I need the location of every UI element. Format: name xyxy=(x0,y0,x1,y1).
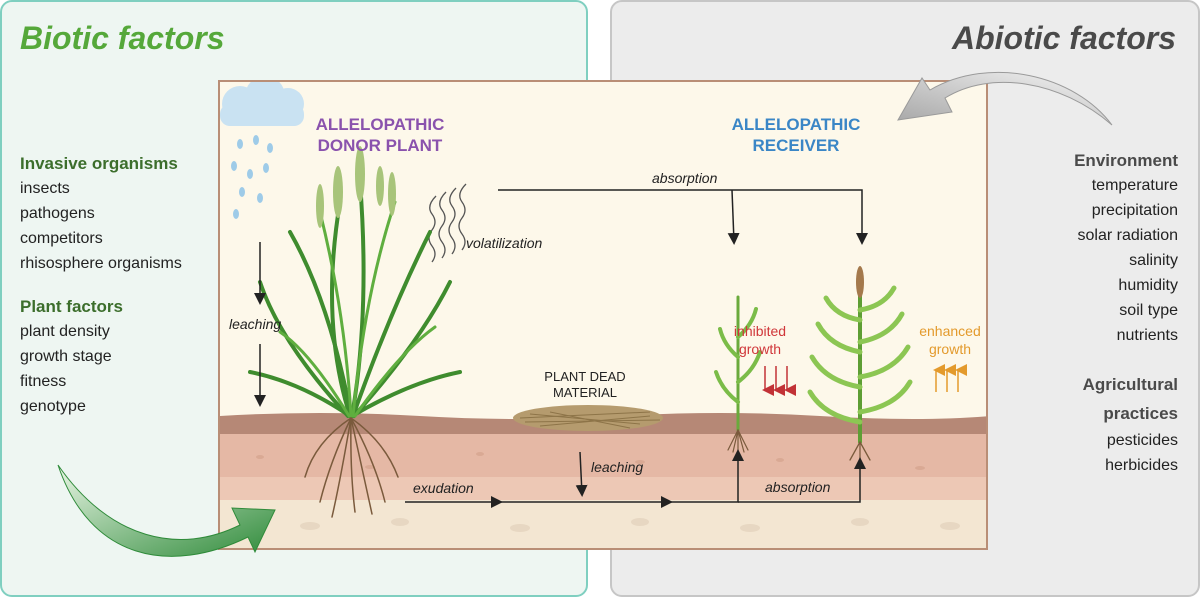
absorption-top-label: absorption xyxy=(652,170,718,186)
receiver-heading-line2: RECEIVER xyxy=(752,136,840,155)
agricultural-heading-line2: practices xyxy=(1103,404,1178,423)
rain-cloud xyxy=(220,82,304,126)
agricultural-heading-line1: Agricultural xyxy=(1082,375,1178,394)
dead-material-line1: PLANT DEAD xyxy=(544,369,626,384)
plant-factors-heading: Plant factors xyxy=(20,297,123,316)
donor-heading-line1: ALLELOPATHIC xyxy=(315,115,445,134)
donor-plant-heading: ALLELOPATHIC DONOR PLANT xyxy=(290,114,470,156)
enhanced-growth-label: enhanced growth xyxy=(910,322,990,358)
biotic-title: Biotic factors xyxy=(20,20,225,56)
agri-item: herbicides xyxy=(1105,457,1178,474)
enhanced-line1: enhanced xyxy=(919,323,981,339)
abiotic-factor-list: Environment temperature precipitation so… xyxy=(1074,148,1178,478)
donor-roots xyxy=(304,417,399,518)
flow-arrows xyxy=(254,189,868,508)
exudation-label: exudation xyxy=(413,480,474,496)
soil-leaching-label: leaching xyxy=(591,459,644,475)
raindrops xyxy=(231,135,273,219)
bedrock-layer xyxy=(220,500,986,548)
receiver-heading: ALLELOPATHIC RECEIVER xyxy=(706,114,886,156)
soil-leaching-arrow xyxy=(575,451,588,497)
allelopathy-scene xyxy=(218,80,988,550)
environment-item: humidity xyxy=(1118,277,1178,294)
dead-material-label: PLANT DEAD MATERIAL xyxy=(520,369,650,401)
leaching-left-label: leaching xyxy=(229,316,282,332)
inhibited-plant xyxy=(714,295,762,455)
donor-heading-line2: DONOR PLANT xyxy=(317,136,443,155)
scene-illustration xyxy=(220,82,986,548)
environment-heading: Environment xyxy=(1074,151,1178,170)
enhanced-arrows xyxy=(933,364,967,392)
environment-item: precipitation xyxy=(1091,202,1178,219)
plant-factor-item: plant density xyxy=(20,323,110,340)
environment-item: soil type xyxy=(1119,302,1178,319)
absorption-arrow-to-small-plant xyxy=(727,189,740,245)
plant-factor-item: genotype xyxy=(20,398,86,415)
invasive-item: competitors xyxy=(20,230,103,247)
receiver-heading-line1: ALLELOPATHIC xyxy=(731,115,861,134)
dead-material-line2: MATERIAL xyxy=(552,385,618,400)
grass-seed-heads xyxy=(316,146,396,228)
absorption-soil-label: absorption xyxy=(765,479,831,495)
inhibited-line1: inhibited xyxy=(733,323,787,339)
inhibited-growth-label: inhibited growth xyxy=(725,322,795,358)
abiotic-title: Abiotic factors xyxy=(951,20,1176,56)
volatilization-waves xyxy=(428,183,467,263)
soil-pebbles xyxy=(256,452,925,470)
plant-factor-item: fitness xyxy=(20,373,67,390)
environment-item: nutrients xyxy=(1116,327,1178,344)
inhibited-arrows xyxy=(762,366,796,396)
plant-dead-material xyxy=(513,405,663,431)
enhanced-line2: growth xyxy=(928,341,972,357)
invasive-item: pathogens xyxy=(20,205,95,222)
environment-item: salinity xyxy=(1129,252,1178,269)
environment-item: solar radiation xyxy=(1077,227,1179,244)
volatilization-label: volatilization xyxy=(466,235,543,251)
enhanced-corn-plant xyxy=(807,266,913,465)
environment-item: temperature xyxy=(1091,177,1178,194)
invasive-item: insects xyxy=(20,180,70,197)
absorption-arrow-to-corn xyxy=(498,189,868,245)
biotic-factor-list: Invasive organisms insects pathogens com… xyxy=(20,151,182,419)
invasive-item: rhisosphere organisms xyxy=(20,255,182,272)
inhibited-line2: growth xyxy=(738,341,782,357)
invasive-organisms-heading: Invasive organisms xyxy=(20,154,178,173)
agri-item: pesticides xyxy=(1106,432,1178,449)
plant-factor-item: growth stage xyxy=(20,348,112,365)
donor-grass xyxy=(248,146,462,518)
